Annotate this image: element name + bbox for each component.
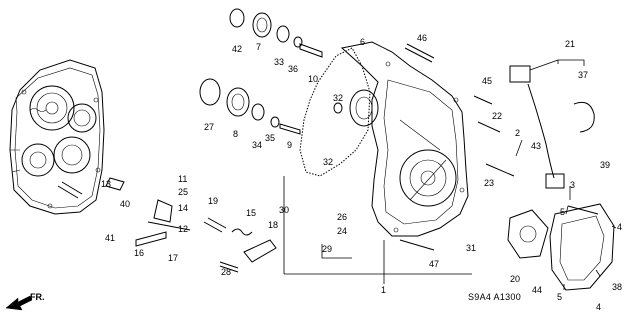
callout-47: 47 — [429, 259, 439, 269]
callout-39: 39 — [600, 160, 610, 170]
callout-4a: 4 — [617, 222, 622, 232]
callout-35: 35 — [265, 133, 275, 143]
leader-lines — [283, 59, 617, 290]
callout-19: 19 — [208, 196, 218, 206]
callout-17: 17 — [168, 253, 178, 263]
callout-33: 33 — [274, 57, 284, 67]
callout-6: 6 — [360, 37, 365, 47]
front-direction-indicator: FR. — [5, 292, 45, 311]
callout-26: 26 — [337, 212, 347, 222]
callout-46: 46 — [417, 33, 427, 43]
callout-24: 24 — [337, 226, 347, 236]
front-arrow-icon — [5, 295, 33, 311]
callout-45: 45 — [482, 76, 492, 86]
callout-32b: 32 — [323, 157, 333, 167]
callout-22: 22 — [492, 111, 502, 121]
callout-12: 12 — [178, 224, 188, 234]
transmission-housing — [9, 59, 105, 215]
callout-38: 38 — [612, 282, 622, 292]
bolts — [147, 43, 599, 251]
shift-linkage-parts — [105, 177, 277, 273]
callout-30: 30 — [279, 205, 289, 215]
callout-5a: 5 — [560, 207, 565, 217]
callout-2: 2 — [515, 128, 520, 138]
wire-harness — [509, 65, 595, 189]
callout-29: 29 — [322, 244, 332, 254]
callout-7: 7 — [256, 42, 261, 52]
callout-31: 31 — [466, 243, 476, 253]
callout-28: 28 — [221, 267, 231, 277]
callout-40: 40 — [120, 199, 130, 209]
callout-20: 20 — [510, 274, 520, 284]
callout-37: 37 — [578, 70, 588, 80]
callout-34: 34 — [252, 140, 262, 150]
callout-labels: 1 2 3 4 4 5 5 6 7 8 9 10 11 12 13 14 15 … — [101, 33, 622, 312]
callout-42: 42 — [232, 44, 242, 54]
callout-4b: 4 — [596, 302, 601, 312]
diagram-code: S9A4 A1300 — [468, 292, 521, 302]
callout-41: 41 — [105, 233, 115, 243]
callout-9: 9 — [287, 140, 292, 150]
callout-23: 23 — [484, 178, 494, 188]
callout-44: 44 — [532, 285, 542, 295]
callout-43: 43 — [531, 141, 541, 151]
callout-5b: 5 — [557, 292, 562, 302]
front-label: FR. — [30, 292, 45, 302]
callout-10: 10 — [308, 74, 318, 84]
callout-11: 11 — [178, 174, 187, 184]
callout-25: 25 — [178, 187, 188, 197]
callout-36: 36 — [288, 64, 298, 74]
transmission-side-cover — [299, 41, 469, 237]
callout-13: 13 — [101, 179, 111, 189]
callout-8: 8 — [233, 129, 238, 139]
seal-rings-group — [199, 8, 343, 135]
callout-16: 16 — [134, 248, 144, 258]
callout-3: 3 — [570, 180, 575, 190]
callout-21: 21 — [565, 39, 575, 49]
callout-18: 18 — [268, 220, 278, 230]
callout-32a: 32 — [333, 93, 343, 103]
callout-1: 1 — [381, 285, 386, 295]
sensor-bracket — [507, 203, 615, 291]
callout-27: 27 — [204, 122, 214, 132]
callout-14: 14 — [178, 203, 188, 213]
callout-15: 15 — [246, 208, 256, 218]
